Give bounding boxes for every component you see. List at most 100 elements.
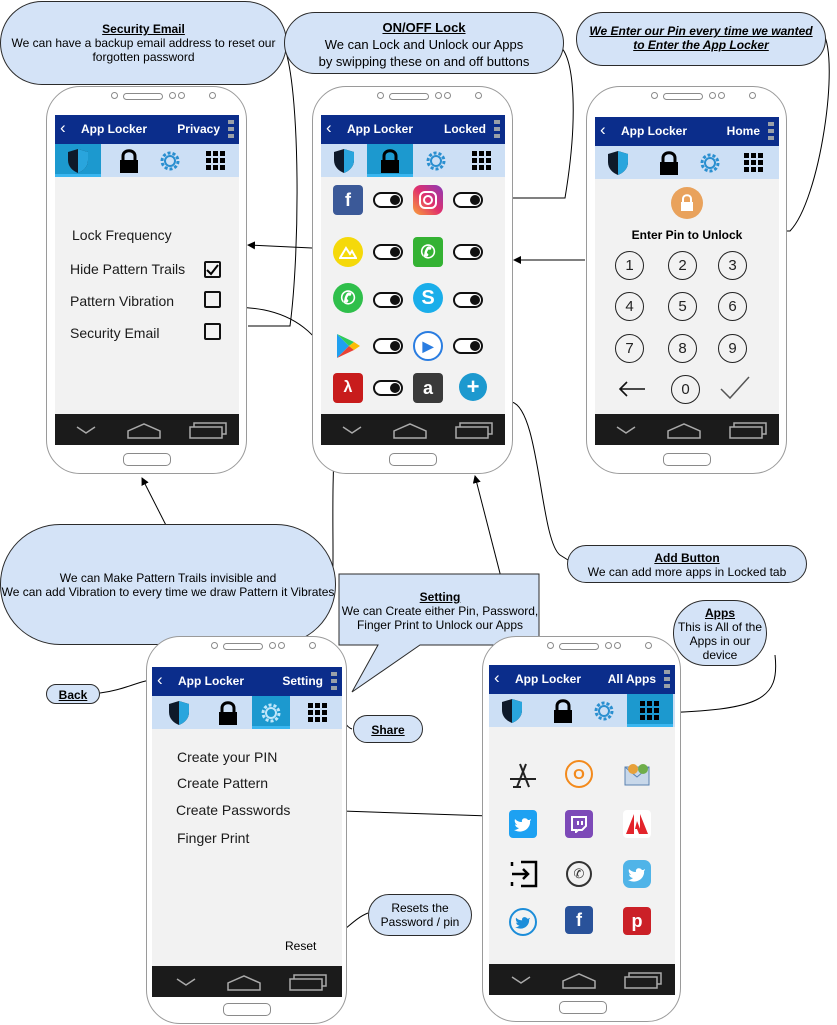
mail-app-icon[interactable] (623, 761, 655, 787)
back-icon[interactable]: ‹ (494, 668, 500, 687)
hide-pattern-trails-checkbox[interactable] (204, 261, 221, 278)
speaker (123, 93, 163, 100)
sensor-dot (605, 642, 612, 649)
tab-all-apps[interactable] (627, 694, 673, 727)
menu-icon[interactable] (494, 120, 500, 138)
security-email-checkbox[interactable] (204, 323, 221, 340)
security-email-label: Security Email (70, 325, 160, 341)
tab-all-apps[interactable] (295, 696, 341, 729)
back-icon[interactable]: ‹ (157, 670, 163, 689)
home-nav-icon (127, 423, 161, 439)
whatsapp-lock-toggle[interactable] (373, 292, 403, 308)
callout-title: Apps (705, 606, 735, 620)
tab-setting[interactable] (252, 696, 290, 729)
tab-privacy[interactable] (489, 694, 535, 727)
facebook-app-icon[interactable]: f (565, 906, 593, 934)
twitch-icon[interactable] (565, 810, 593, 838)
app-store-icon[interactable] (507, 761, 539, 789)
menu-icon[interactable] (228, 120, 234, 138)
nav-icons (616, 422, 767, 439)
grid-icon (206, 150, 225, 170)
tab-locked[interactable] (646, 146, 692, 179)
back-icon[interactable]: ‹ (326, 118, 332, 137)
tab-locked[interactable] (106, 144, 152, 177)
callout-setting: Setting We can Create either Pin, Passwo… (338, 590, 542, 632)
sign-in-icon[interactable] (509, 859, 539, 889)
key-3[interactable]: 3 (718, 251, 747, 280)
key-5[interactable]: 5 (668, 292, 697, 321)
tab-locked[interactable] (205, 696, 251, 729)
create-pattern-option[interactable]: Create Pattern (177, 775, 269, 791)
facebook-lock-toggle[interactable] (373, 192, 403, 208)
tab-privacy[interactable] (55, 144, 101, 177)
home-button[interactable] (223, 1003, 271, 1016)
reset-button[interactable]: Reset (285, 939, 317, 953)
key-8[interactable]: 8 (668, 334, 697, 363)
key-7[interactable]: 7 (615, 334, 644, 363)
finger-print-option[interactable]: Finger Print (177, 830, 250, 846)
tab-all-apps[interactable] (193, 144, 239, 177)
tab-setting[interactable] (413, 144, 459, 177)
phone-lock-toggle[interactable] (453, 244, 483, 260)
back-icon[interactable]: ‹ (600, 120, 606, 139)
callout-line2: Finger Print to Unlock our Apps (356, 618, 524, 632)
create-passwords-option[interactable]: Create Passwords (176, 802, 291, 818)
add-app-button[interactable]: + (459, 373, 487, 401)
camera-dot (111, 92, 118, 99)
hide-pattern-trails-label: Hide Pattern Trails (70, 261, 186, 277)
whatsapp-outline-icon[interactable]: ✆ (566, 861, 592, 887)
key-9[interactable]: 9 (718, 334, 747, 363)
tab-locked[interactable] (540, 694, 586, 727)
app-bar: ‹ App Locker Setting (152, 667, 342, 696)
home-button[interactable] (663, 453, 711, 466)
tab-all-apps[interactable] (731, 146, 777, 179)
phone-home: ‹ App Locker Home Enter Pin to Unlock 1 … (586, 86, 787, 474)
app-title: App Locker (621, 124, 688, 138)
key-1[interactable]: 1 (615, 251, 644, 280)
home-button[interactable] (123, 453, 171, 466)
menu-icon[interactable] (768, 122, 774, 140)
tab-privacy[interactable] (595, 146, 641, 179)
tab-setting[interactable] (147, 144, 193, 177)
back-icon[interactable]: ‹ (60, 118, 66, 137)
lock-frequency-label[interactable]: Lock Frequency (72, 227, 172, 243)
tab-privacy[interactable] (321, 144, 367, 177)
play-store-lock-toggle[interactable] (373, 338, 403, 354)
menu-icon[interactable] (664, 670, 670, 688)
screen: ‹ App Locker Setting Create your PIN Cre… (152, 667, 342, 997)
key-0[interactable]: 0 (671, 375, 700, 404)
speaker (223, 643, 263, 650)
backspace-arrow-icon[interactable] (617, 380, 647, 398)
tab-setting[interactable] (687, 146, 733, 179)
twitter-square-icon[interactable] (623, 860, 651, 888)
confirm-check-icon[interactable] (719, 375, 751, 401)
adobe-icon[interactable] (623, 810, 651, 838)
key-4[interactable]: 4 (615, 292, 644, 321)
home-button[interactable] (389, 453, 437, 466)
menu-icon[interactable] (331, 672, 337, 690)
nav-icons (342, 422, 493, 439)
odnoklassniki-icon[interactable]: О (565, 760, 593, 788)
video-player-lock-toggle[interactable] (453, 338, 483, 354)
create-pin-option[interactable]: Create your PIN (177, 749, 278, 765)
twitter-circle-icon[interactable] (509, 908, 537, 936)
tab-setting[interactable] (581, 694, 627, 727)
yellow-app-lock-toggle[interactable] (373, 244, 403, 260)
sensor-dot (309, 642, 316, 649)
home-button[interactable] (559, 1001, 607, 1014)
acrobat-lock-toggle[interactable] (373, 380, 403, 396)
tab-privacy[interactable] (156, 696, 202, 729)
tab-bar (595, 146, 779, 179)
key-6[interactable]: 6 (718, 292, 747, 321)
phone-setting: ‹ App Locker Setting Create your PIN Cre… (146, 636, 347, 1024)
pinterest-icon[interactable]: p (623, 907, 651, 935)
tab-all-apps[interactable] (459, 144, 505, 177)
camera-dot (377, 92, 384, 99)
pattern-vibration-checkbox[interactable] (204, 291, 221, 308)
tab-locked[interactable] (367, 144, 413, 177)
key-2[interactable]: 2 (668, 251, 697, 280)
twitter-icon[interactable] (509, 810, 537, 838)
instagram-lock-toggle[interactable] (453, 192, 483, 208)
home-nav-icon (227, 975, 261, 991)
skype-lock-toggle[interactable] (453, 292, 483, 308)
